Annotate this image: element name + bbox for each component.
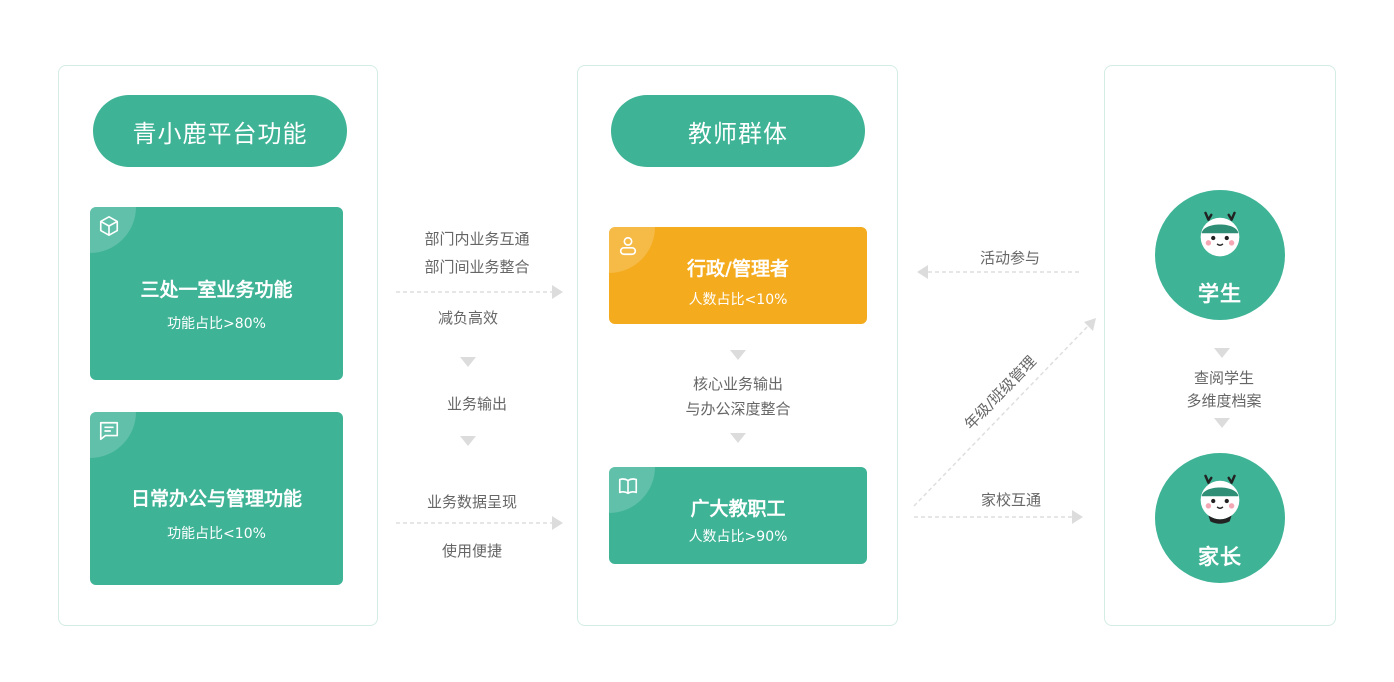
flow-label-office-integration: 与办公深度整合 (658, 398, 818, 419)
flow-label-home-school: 家校互通 (931, 489, 1091, 510)
down-arrow-icon (1214, 348, 1230, 358)
card-administrators[interactable]: 行政/管理者 人数占比<10% (609, 227, 867, 324)
arrow-head-activity (917, 265, 928, 279)
cube-icon (98, 215, 120, 237)
card-teaching-staff[interactable]: 广大教职工 人数占比>90% (609, 467, 867, 564)
flow-label-data-presentation: 业务数据呈现 (392, 491, 552, 512)
down-arrow-icon (730, 350, 746, 360)
student-label: 学生 (1155, 278, 1285, 308)
card-daily-office[interactable]: 日常办公与管理功能 功能占比<10% (90, 412, 343, 585)
flow-label-business-output: 业务输出 (397, 393, 557, 414)
message-icon (98, 420, 120, 442)
arrow-head-bottom (552, 516, 563, 530)
card-subtitle: 功能占比>80% (90, 313, 343, 333)
card-title: 日常办公与管理功能 (90, 484, 343, 511)
student-deer-avatar-icon (1191, 210, 1249, 268)
down-arrow-icon (460, 357, 476, 367)
student-circle[interactable]: 学生 (1155, 190, 1285, 320)
arrow-head-homeschool (1072, 510, 1083, 524)
card-subtitle: 人数占比<10% (609, 289, 867, 309)
flow-label-efficiency: 减负高效 (388, 307, 548, 328)
arrow-line-diagonal (914, 326, 1088, 506)
parent-circle[interactable]: 家长 (1155, 453, 1285, 583)
parent-label: 家长 (1155, 541, 1285, 571)
card-office-functions[interactable]: 三处一室业务功能 功能占比>80% (90, 207, 343, 380)
card-title: 三处一室业务功能 (90, 275, 343, 302)
flow-label-core-output: 核心业务输出 (658, 373, 818, 394)
teacher-group-title-pill: 教师群体 (611, 95, 865, 167)
platform-title-pill: 青小鹿平台功能 (93, 95, 347, 167)
down-arrow-icon (460, 436, 476, 446)
card-title: 行政/管理者 (609, 254, 867, 281)
flow-label-dept-internal: 部门内业务互通 (397, 228, 557, 249)
card-title: 广大教职工 (609, 494, 867, 521)
down-arrow-icon (730, 433, 746, 443)
flow-label-view-student: 查阅学生 (1144, 367, 1304, 388)
down-arrow-icon (1214, 418, 1230, 428)
flow-label-easy-use: 使用便捷 (392, 540, 552, 561)
card-subtitle: 人数占比>90% (609, 526, 867, 546)
card-subtitle: 功能占比<10% (90, 523, 343, 543)
arrow-head-top (552, 285, 563, 299)
flow-label-activity: 活动参与 (930, 247, 1090, 268)
parent-deer-avatar-icon (1191, 473, 1249, 531)
flow-label-dept-integration: 部门间业务整合 (397, 256, 557, 277)
flow-label-multidimensional-records: 多维度档案 (1144, 390, 1304, 411)
